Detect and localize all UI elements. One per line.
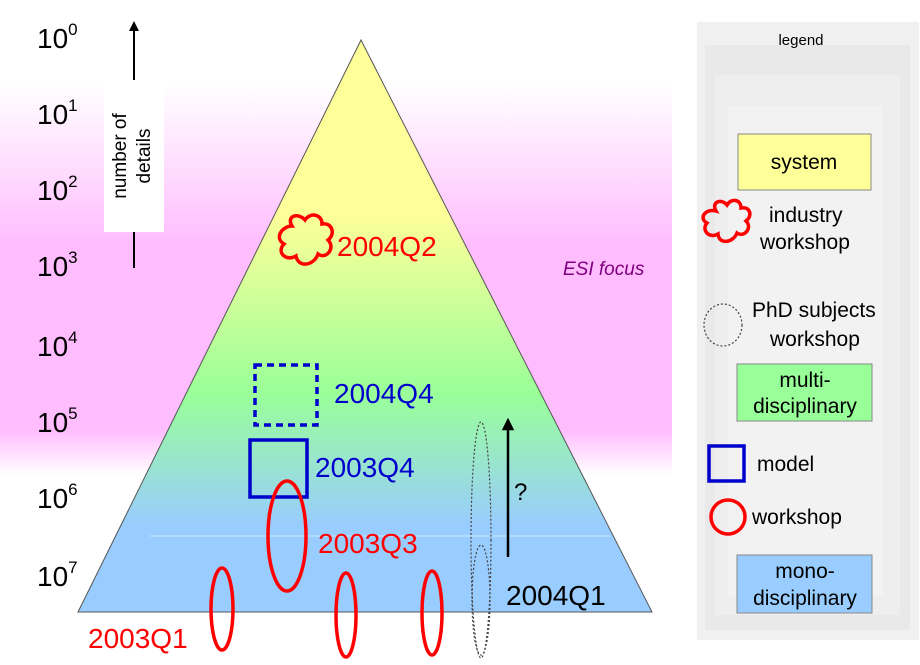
phd-workshop-ellipse-tall (470, 421, 492, 659)
legend-model-square-icon (707, 444, 746, 483)
workshop-ellipse-2003q1-c (420, 569, 444, 657)
legend-system-label: system (771, 151, 838, 174)
legend-mono-box (736, 554, 873, 614)
legend-mono-label-line2: disciplinary (753, 587, 857, 610)
axis-label-line1: number of (110, 113, 131, 199)
tick-label-1e6: 106 (37, 480, 78, 514)
legend-multi-label-line2: disciplinary (753, 395, 857, 418)
legend-system-box (737, 133, 872, 191)
milestone-2003q3: 2003Q3 (318, 528, 418, 559)
milestone-2003q1: 2003Q1 (88, 623, 188, 654)
tick-label-1e3: 103 (37, 248, 78, 282)
tick-label-1e0: 100 (37, 20, 78, 54)
phd-workshop-ellipse-short (471, 544, 491, 656)
tick-label-1e1: 101 (37, 96, 78, 130)
planned-model-square-icon (253, 363, 319, 427)
tick-label-1e2: 102 (37, 172, 78, 206)
legend-model-label: model (757, 453, 814, 476)
milestone-2004q4: 2004Q4 (334, 378, 434, 409)
esi-focus-label: ESI focus (563, 259, 645, 280)
tick-label-1e7: 107 (37, 558, 78, 592)
workshop-ellipse-2003q1-a (209, 566, 235, 652)
legend-industry-cloud-icon (701, 198, 752, 244)
axis-label: number of details (110, 113, 155, 199)
tick-label-1e5: 105 (37, 404, 78, 438)
tick-label-1e4: 104 (37, 328, 78, 362)
question-mark: ? (514, 479, 527, 506)
legend-industry-label-line2: workshop (759, 231, 850, 254)
legend-multi-box (736, 363, 873, 422)
legend-mono-label-line1: mono- (775, 560, 835, 583)
legend-panel (697, 22, 919, 640)
workshop-ellipse-2003q1-b (334, 571, 358, 659)
model-square-icon (248, 438, 309, 499)
legend-industry-label-line1: industry (769, 204, 843, 227)
axis-label-backdrop (104, 80, 164, 232)
axis-label-line2: details (134, 129, 155, 184)
workshop-ellipse-2003q3 (266, 479, 308, 593)
legend-phd-label-line2: workshop (769, 328, 860, 351)
milestone-2004q2: 2004Q2 (337, 231, 437, 262)
milestone-2003q4: 2003Q4 (315, 452, 415, 483)
legend-workshop-circle-icon (709, 498, 747, 536)
legend-phd-label-line1: PhD subjects (752, 299, 876, 322)
legend-workshop-label: workshop (751, 506, 842, 529)
legend-phd-dotted-circle-icon (703, 303, 743, 347)
legend-title: legend (778, 32, 823, 49)
milestone-2004q1: 2004Q1 (506, 580, 606, 611)
legend-multi-label-line1: multi- (779, 369, 830, 392)
industry-workshop-cloud-icon (277, 213, 334, 266)
axis-tick-labels: 100 101 102 103 104 105 106 107 (37, 20, 78, 592)
